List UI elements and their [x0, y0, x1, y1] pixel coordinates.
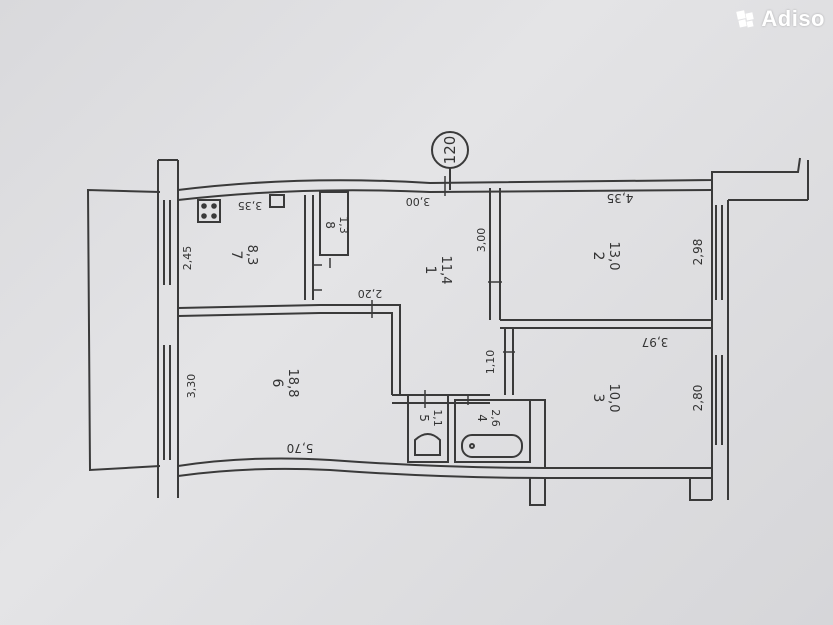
wall-kitchen-hall	[304, 195, 314, 300]
room-2-number: 2	[590, 252, 606, 261]
door-marks	[312, 176, 515, 408]
marker-label: 120	[441, 136, 459, 165]
dim-kitchen-side: 2,45	[181, 246, 194, 271]
room-3-area: 10,0	[606, 384, 621, 413]
outer-wall-top	[177, 157, 801, 191]
dim-hall-top: 3,00	[406, 195, 431, 208]
dim-hall-passage: 2,20	[358, 287, 383, 300]
room-3-number: 3	[590, 394, 606, 403]
toilet-icon	[414, 433, 441, 456]
room-8-area: 1,3	[337, 216, 350, 234]
outer-wall-bottom	[177, 457, 712, 469]
room-1-number: 1	[422, 266, 438, 275]
bath-outline	[454, 399, 531, 463]
room-6-number: 6	[269, 379, 285, 388]
wall-kitchen-room6	[177, 304, 321, 309]
dim-room2-top: 4,35	[607, 191, 634, 205]
room-8-number: 8	[323, 221, 337, 229]
room-2-area: 13,0	[606, 242, 621, 271]
room-7-number: 7	[228, 251, 244, 260]
stove-icon	[197, 199, 221, 223]
dim-hall-right: 3,00	[475, 228, 488, 253]
dim-room3-side: 2,80	[691, 385, 705, 412]
wall-room2-room3	[500, 319, 712, 329]
dim-room3-top: 3,97	[642, 335, 669, 349]
room-1-area: 11,4	[438, 256, 453, 285]
watermark-brand: Adiso	[761, 6, 825, 31]
wall-hall-room2	[489, 188, 501, 320]
dimension-labels: 3,35 3,00 4,35 3,97 2,20 5,70 2,45 3,30 …	[181, 191, 705, 455]
room-labels: 1 11,4 2 13,0 3 10,0 4 2,6 5 1,1 6 18,8 …	[228, 216, 621, 427]
room-6-area: 18,8	[285, 369, 300, 398]
wc-outline	[407, 395, 449, 463]
dim-kitchen-top: 3,35	[238, 199, 263, 212]
outer-wall-right	[711, 160, 809, 500]
marker-circle	[431, 131, 469, 169]
room-4-area: 2,6	[489, 409, 502, 427]
bathtub-icon	[461, 434, 523, 458]
wall-hall-room3	[504, 328, 514, 395]
room-5-number: 5	[417, 414, 431, 422]
dim-room6-side: 3,30	[185, 374, 198, 399]
dim-room2-side: 2,98	[691, 239, 705, 266]
watermark: Adiso	[734, 6, 825, 32]
room-4-number: 4	[475, 414, 489, 422]
adiso-logo-icon	[736, 10, 755, 28]
sink-icon	[269, 194, 285, 208]
wall-room6-hall	[320, 304, 401, 395]
outer-wall-left	[157, 159, 179, 498]
room-7-area: 8,3	[244, 245, 259, 266]
closet-8-outline	[319, 191, 349, 256]
balcony-outline	[86, 188, 161, 472]
dim-room6-bottom: 5,70	[287, 441, 314, 455]
room-5-area: 1,1	[431, 409, 444, 427]
dim-hall-lower: 1,10	[484, 350, 497, 375]
